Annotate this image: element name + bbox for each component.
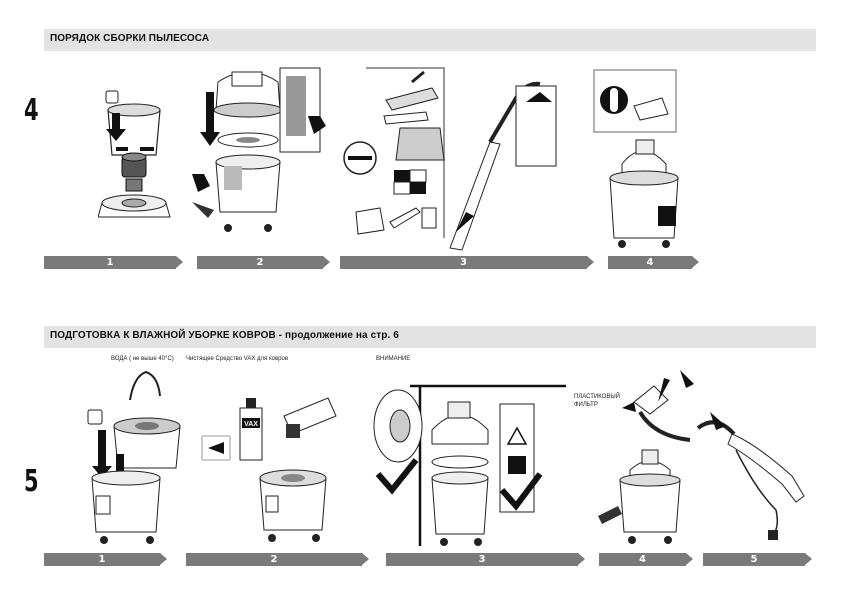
step-pill-2-3: 3 — [386, 553, 585, 566]
section-header-wet-cleaning: ПОДГОТОВКА К ВЛАЖНОЙ УБОРКЕ КОВРОВ - про… — [44, 326, 816, 348]
caption-plastic-filter: ПЛАСТИКОВЫЙ ФИЛЬТР — [574, 394, 620, 408]
step-pill-1-1: 1 — [44, 256, 183, 269]
step-number-5: 5 — [24, 464, 39, 499]
illustration-full-unit — [593, 69, 679, 248]
bottle-label-vax: VAX — [244, 421, 258, 428]
illustration-water-fill — [87, 370, 181, 544]
step-pill-2-1: 1 — [44, 553, 167, 566]
illustration-head-assembly — [192, 67, 326, 232]
illustration-hose-connection — [598, 370, 694, 544]
illustration-hose-wand — [696, 412, 805, 540]
step-number-4: 4 — [24, 93, 39, 128]
step-pill-2-2: 2 — [186, 553, 369, 566]
caption-cleaner: Чистящее Средство VAX для ковров — [186, 356, 289, 362]
illustration-filter-check — [373, 384, 566, 546]
caption-water: ВОДА ( не выше 40°С) — [111, 356, 174, 362]
caption-attention: ВНИМАНИЕ — [376, 356, 411, 362]
section-title-wet-cleaning: ПОДГОТОВКА К ВЛАЖНОЙ УБОРКЕ КОВРОВ - про… — [50, 330, 399, 341]
step-pill-1-4: 4 — [608, 256, 699, 269]
section-title-assembly: ПОРЯДОК СБОРКИ ПЫЛЕСОСА — [50, 33, 210, 44]
illustration-cleaning-solution: VAX — [201, 397, 337, 542]
illustration-filter-insertion — [98, 90, 171, 218]
step-pill-2-5: 5 — [703, 553, 812, 566]
step-pill-1-2: 2 — [197, 256, 330, 269]
illustration-accessories — [343, 67, 557, 251]
step-pill-1-3: 3 — [340, 256, 594, 269]
step-pill-2-4: 4 — [599, 553, 693, 566]
section-header-assembly: ПОРЯДОК СБОРКИ ПЫЛЕСОСА — [44, 29, 816, 51]
